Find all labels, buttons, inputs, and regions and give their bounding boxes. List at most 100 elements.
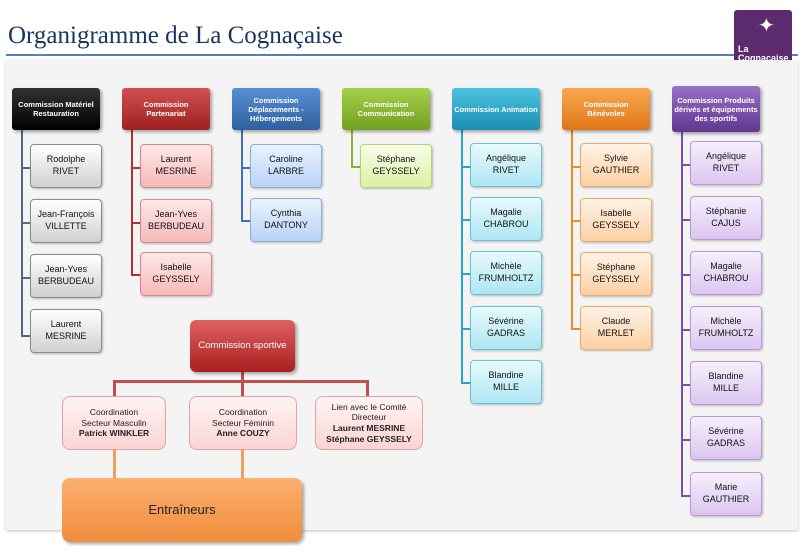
connector-line (351, 130, 353, 168)
connector-line (241, 220, 251, 222)
liaison-name: Laurent MESRINE (332, 423, 406, 433)
member-lastname: GEYSSELY (152, 274, 200, 284)
connector-line (241, 130, 243, 221)
member-firstname: Sylvie (603, 153, 628, 164)
connector-line (571, 274, 581, 276)
connector-line (681, 164, 691, 166)
member-firstname: Stéphanie (705, 206, 747, 217)
member-firstname: Laurent (160, 154, 192, 165)
member-lastname: GAUTHIER (592, 165, 640, 175)
connector-line (461, 219, 471, 221)
member-firstname: Stéphane (376, 154, 416, 165)
connector-line (131, 130, 133, 275)
bird-logo-icon: ✦ (758, 15, 775, 37)
card-line: Secteur Masculin (81, 417, 147, 428)
card-line: Coordination (218, 407, 268, 418)
member-lastname: CHABROU (703, 273, 749, 283)
connector-line (351, 166, 361, 168)
member-firstname: Sévérine (488, 316, 524, 327)
member-firstname: Michèle (490, 261, 522, 272)
logo-text-line1: La (738, 44, 749, 54)
member-lastname: BERBUDEAU (147, 221, 204, 231)
liaison-name: Stéphane GEYSSELY (326, 433, 412, 444)
member-lastname: CHABROU (483, 219, 529, 229)
connector-line (21, 277, 31, 279)
member-firstname: Blandine (488, 370, 524, 381)
title-underline (6, 54, 798, 56)
commission-header: Commission Produits dérivés et équipemen… (672, 86, 760, 132)
member-lastname: BERBUDEAU (37, 276, 94, 286)
member-lastname: GADRAS (706, 438, 745, 448)
connector-line (131, 167, 141, 169)
member-firstname: Jean-Yves (154, 209, 198, 220)
member-lastname: RIVET (52, 166, 80, 176)
member-lastname: GEYSSELY (372, 166, 420, 176)
page-title: Organigramme de La Cognaçaise (8, 22, 343, 49)
member-firstname: Magalie (710, 261, 742, 272)
connector-line (241, 450, 244, 478)
connector-line (131, 274, 141, 276)
member-lastname: GEYSSELY (592, 274, 640, 284)
connector-line (571, 130, 573, 330)
member-firstname: Angélique (485, 153, 527, 164)
member-lastname: GAUTHIER (702, 494, 750, 504)
connector-line (131, 222, 141, 224)
connector-line (571, 328, 581, 330)
connector-line (681, 439, 691, 441)
connector-line (681, 274, 691, 276)
member-lastname: MILLE (492, 382, 519, 392)
club-logo: ✦ La Cognaçaise (734, 10, 792, 68)
connector-line (681, 219, 691, 221)
member-firstname: Cynthia (270, 208, 302, 219)
member-lastname: LARBRE (267, 166, 304, 176)
member-firstname: Caroline (269, 154, 303, 165)
member-firstname: Claude (601, 316, 631, 327)
member-lastname: MERLET (597, 328, 635, 338)
member-lastname: FRUMHOLTZ (478, 273, 534, 283)
connector-line (571, 166, 581, 168)
commission-sportive-header: Commission sportive (190, 320, 295, 372)
connector-line (461, 382, 471, 384)
commission-header: Commission Bénévoles (562, 88, 650, 130)
coordination-masculin-card: Coordination Secteur Masculin Patrick WI… (62, 396, 166, 450)
member-firstname: Sévérine (708, 426, 744, 437)
connector-line (681, 130, 683, 497)
member-firstname: Isabelle (600, 208, 632, 219)
member-firstname: Stéphane (596, 262, 636, 273)
logo-text-line2: Cognaçaise (738, 53, 789, 63)
member-lastname: DANTONY (264, 220, 308, 230)
connector-line (21, 222, 31, 224)
member-firstname: Marie (714, 482, 738, 493)
connector-line (21, 130, 23, 336)
member-lastname: RIVET (492, 165, 520, 175)
commission-header: Commission Déplacements - Hébergements (232, 88, 320, 130)
lien-comite-card: Lien avec le Comité Directeur Laurent ME… (315, 396, 423, 450)
connector-line (241, 371, 244, 381)
member-firstname: Blandine (708, 371, 744, 382)
member-firstname: Isabelle (160, 262, 192, 273)
connector-line (113, 450, 116, 478)
entraineurs-box: Entraîneurs (62, 478, 302, 542)
org-chart-panel (6, 60, 798, 530)
connector-line (113, 380, 116, 396)
commission-header: Commission Partenariat (122, 88, 210, 130)
